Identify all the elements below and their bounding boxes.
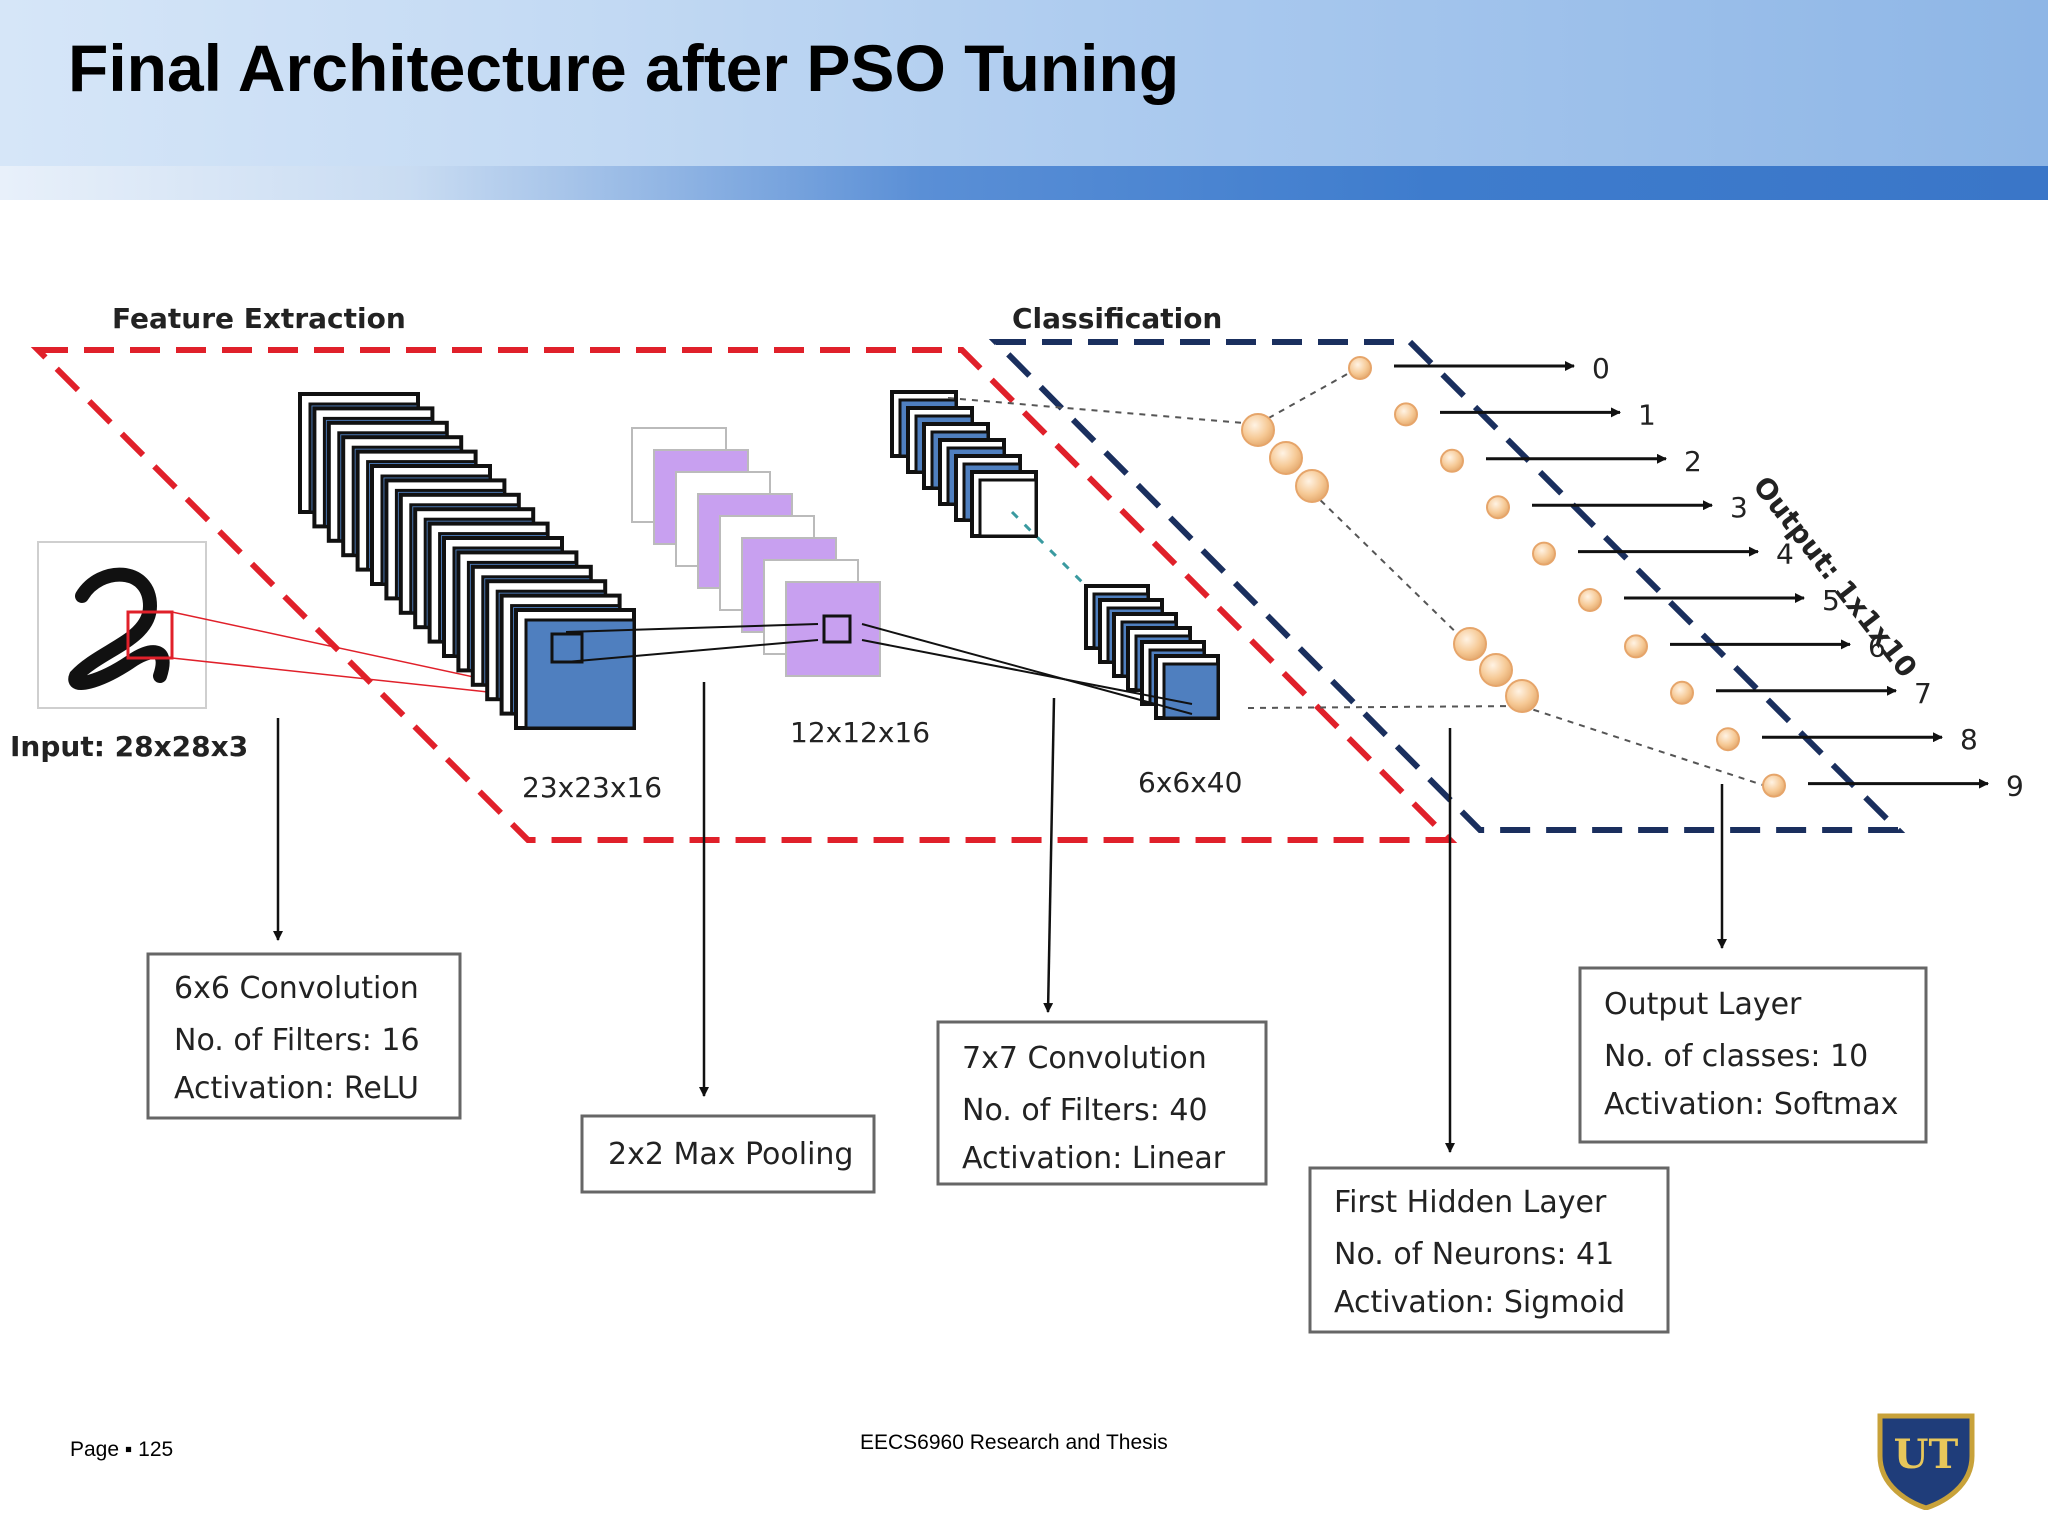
hidden-box-line-2: No. of Neurons: 41 xyxy=(1334,1237,1614,1272)
university-shield-logo: UT xyxy=(1877,1413,1975,1510)
description-arrows xyxy=(273,682,1727,1153)
output-class-label: 1 xyxy=(1638,398,1656,431)
output-neurons xyxy=(1348,356,1786,798)
slide-title: Final Architecture after PSO Tuning xyxy=(68,31,1180,105)
header-band xyxy=(0,0,2048,166)
pool-description-box: 2x2 Max Pooling xyxy=(580,1114,876,1194)
conv1-box-line-3: Activation: ReLU xyxy=(174,1071,419,1106)
conv2-description-box: 7x7 Convolution No. of Filters: 40 Activ… xyxy=(936,1020,1268,1186)
hidden-neuron xyxy=(1479,653,1513,687)
hidden-neuron xyxy=(1453,627,1487,661)
output-neuron xyxy=(1578,588,1602,612)
output-box-line-2: No. of classes: 10 xyxy=(1604,1039,1868,1074)
output-neuron xyxy=(1440,448,1464,473)
stack-connection-lines xyxy=(565,623,1193,715)
conv1-box-line-1: 6x6 Convolution xyxy=(174,971,419,1006)
output-neuron xyxy=(1762,773,1786,798)
conv1-box-line-2: No. of Filters: 16 xyxy=(174,1023,420,1058)
output-box-line-1: Output Layer xyxy=(1604,987,1802,1022)
pool-dims-label: 12x12x16 xyxy=(790,716,930,749)
pool-feature-maps xyxy=(631,427,881,677)
course-name: EECS6960 Research and Thesis xyxy=(860,1431,1168,1454)
conv1-description-box: 6x6 Convolution No. of Filters: 16 Activ… xyxy=(146,952,462,1120)
hidden-box-line-1: First Hidden Layer xyxy=(1334,1185,1607,1220)
output-neuron xyxy=(1486,495,1510,520)
input-image xyxy=(37,541,207,709)
output-arrows xyxy=(1394,361,1989,789)
output-class-label: 4 xyxy=(1776,538,1794,571)
output-neuron xyxy=(1716,727,1740,752)
output-class-label: 2 xyxy=(1684,445,1702,478)
pool-map xyxy=(785,581,881,677)
hidden-connection-lines xyxy=(947,367,1779,791)
output-class-label: 0 xyxy=(1592,352,1610,385)
hidden-neuron xyxy=(1269,441,1303,475)
conv2-map xyxy=(1154,654,1220,720)
hidden-neuron xyxy=(1241,413,1275,447)
conv1-feature-maps xyxy=(298,392,636,730)
conv2-box-line-2: No. of Filters: 40 xyxy=(962,1093,1208,1128)
conv2-feature-maps-bottom xyxy=(1084,584,1220,720)
output-neuron xyxy=(1624,634,1648,659)
hidden-box-line-3: Activation: Sigmoid xyxy=(1334,1285,1625,1320)
input-label: Input: 28x28x3 xyxy=(10,730,248,763)
conv2-feature-maps-top xyxy=(890,390,1038,538)
classification-region xyxy=(988,339,1906,833)
output-class-label: 6 xyxy=(1868,630,1886,663)
output-neuron xyxy=(1394,402,1418,427)
conv1-kernel-window xyxy=(550,632,584,664)
hidden-neuron xyxy=(1505,679,1539,713)
conv1-map xyxy=(514,608,636,730)
conv2-box-line-3: Activation: Linear xyxy=(962,1141,1226,1176)
output-class-label: 7 xyxy=(1914,677,1932,710)
conv1-dims-label: 23x23x16 xyxy=(522,771,662,804)
output-description-box: Output Layer No. of classes: 10 Activati… xyxy=(1578,966,1928,1144)
output-neuron xyxy=(1348,356,1372,380)
output-dims-label: Output: 1x1x10 xyxy=(1746,470,1923,684)
output-box-line-3: Activation: Softmax xyxy=(1604,1087,1898,1122)
header-accent-strip xyxy=(0,166,2048,200)
page-number: Page ▪ 125 xyxy=(70,1438,174,1461)
output-class-label: 5 xyxy=(1822,584,1840,617)
conv2-dims-label: 6x6x40 xyxy=(1138,766,1242,799)
conv2-box-line-1: 7x7 Convolution xyxy=(962,1041,1207,1076)
feature-extraction-label: Feature Extraction xyxy=(112,302,406,335)
output-class-label: 8 xyxy=(1960,723,1978,756)
hidden-description-box: First Hidden Layer No. of Neurons: 41 Ac… xyxy=(1308,1166,1670,1334)
pool-kernel-window xyxy=(822,614,852,644)
logo-lettering: UT xyxy=(1894,1431,1959,1478)
pool-box-line-1: 2x2 Max Pooling xyxy=(608,1137,853,1172)
hidden-neuron xyxy=(1295,469,1329,503)
output-neuron xyxy=(1532,541,1556,566)
hidden-neurons xyxy=(1241,413,1539,713)
output-class-label: 3 xyxy=(1730,491,1748,524)
classification-label: Classification xyxy=(1012,302,1222,335)
output-class-label: 9 xyxy=(2006,770,2024,803)
output-neuron xyxy=(1670,680,1694,705)
